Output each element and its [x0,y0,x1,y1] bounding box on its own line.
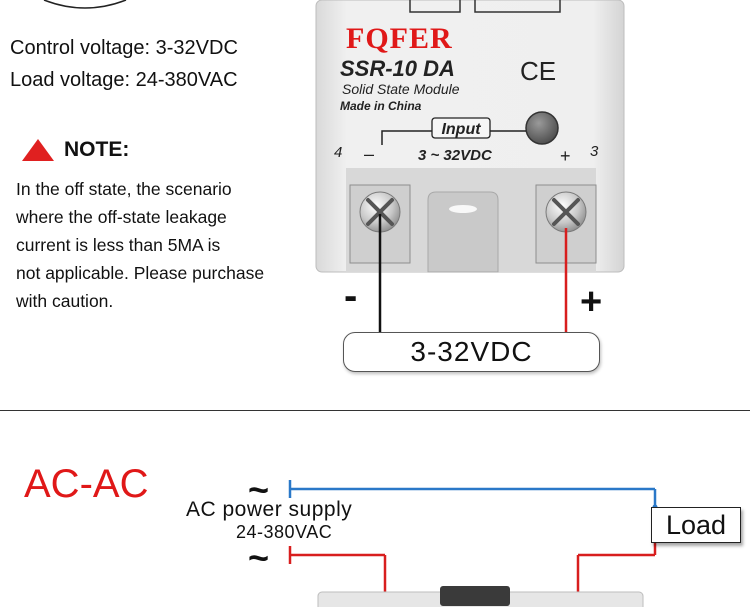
ac-ac-title: AC-AC [24,462,149,506]
origin-label: Made in China [340,99,422,113]
ac-supply-voltage: 24-380VAC [236,522,333,542]
note-line: with caution. [16,291,114,311]
brand-logo: FQFER [346,22,453,55]
note-title: NOTE: [64,138,130,161]
ac-power-supply-label: AC power supply [186,498,353,521]
ssr-module: Input FQFER SSR-10 DA CE Solid State Mod… [315,0,625,273]
note-heading: NOTE: [22,138,129,162]
model-number: SSR-10 DA [340,56,455,81]
note-line: current is less than 5MA is [16,235,221,255]
note-text: In the off state, the scenario where the… [16,175,316,315]
ac-tilde-top: ~ [248,469,270,510]
load-box: Load [651,507,741,543]
section-divider [0,410,750,411]
terminal-plus-sign: + [560,146,571,166]
input-voltage-box: 3-32VDC [343,332,600,372]
module-type: Solid State Module [342,81,460,97]
load-voltage-spec: Load voltage: 24-380VAC [10,69,238,91]
input-label: Input [441,121,481,138]
ce-mark: CE [520,56,556,86]
ac-tilde-bottom: ~ [248,537,270,578]
plus-sign: + [580,281,603,323]
minus-sign: - [344,274,358,318]
partial-circle-decoration [43,0,127,9]
input-range: 3 ~ 32VDC [418,147,493,164]
note-line: not applicable. Please purchase [16,263,265,283]
warning-icon [22,139,54,161]
terminal-3-number: 3 [590,143,599,160]
terminal-minus-sign: – [364,144,374,164]
control-voltage-spec: Control voltage: 3-32VDC [10,37,238,59]
terminal-4-number: 4 [334,144,342,161]
note-line: In the off state, the scenario [16,179,232,199]
note-line: where the off-state leakage [16,207,227,227]
